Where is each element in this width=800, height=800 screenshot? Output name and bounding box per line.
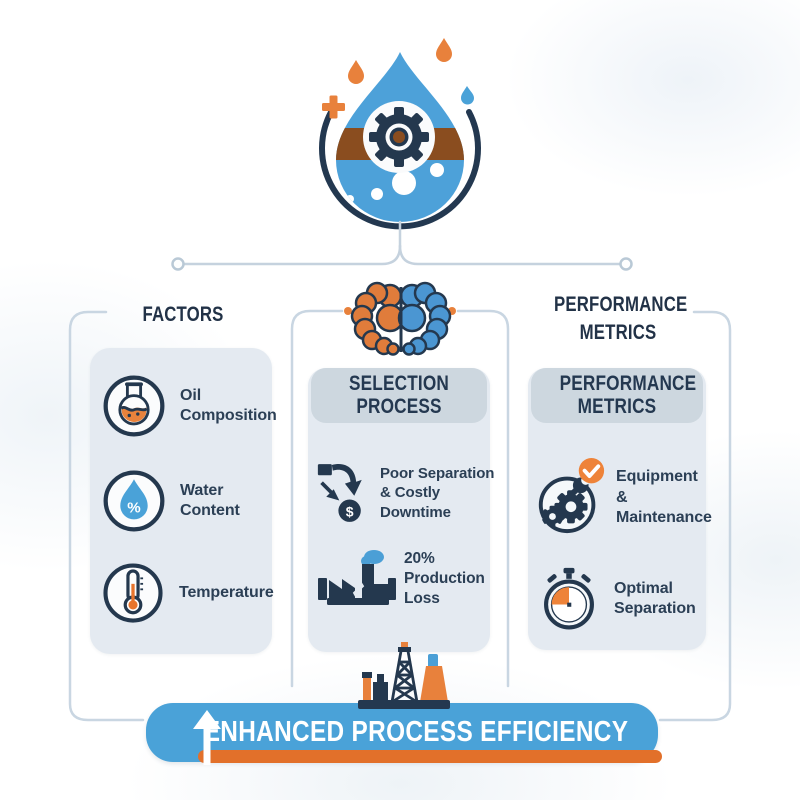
metrics-panel-title: PERFORMANCE METRICS — [559, 372, 697, 418]
list-item-water-content: % Water Content — [100, 467, 276, 535]
factory-loss-icon — [318, 550, 396, 605]
gear-wrench-check-icon — [538, 458, 605, 534]
thermometer-icon — [103, 563, 163, 623]
metrics-panel: PERFORMANCE METRICS — [528, 368, 712, 650]
connector-node-left — [171, 257, 185, 271]
item-label: 20% Production Loss — [404, 550, 485, 607]
dollar-symbol: $ — [346, 503, 354, 519]
selection-panel-title: SELECTION PROCESS — [348, 372, 450, 418]
percent-symbol: % — [127, 499, 141, 516]
item-label: Temperature — [179, 583, 274, 601]
loss-arrows-dollar-icon: $ — [317, 464, 362, 522]
item-label: Oil Composition — [180, 386, 277, 424]
metrics-panel-header: PERFORMANCE METRICS — [531, 368, 703, 423]
brain-right-hemisphere — [397, 281, 452, 356]
up-arrow-icon — [193, 710, 221, 765]
connector-node-right — [619, 257, 633, 271]
performance-metrics-heading: PERFORMANCE METRICS — [554, 293, 688, 345]
list-item-poor-separation: $ Poor Separation & Costly Downtime — [316, 458, 498, 528]
selection-panel: SELECTION PROCESS $ Poor Separation & Co… — [308, 368, 494, 652]
plus-icon — [322, 95, 345, 119]
list-item-temperature: Temperature — [100, 560, 275, 626]
connector-lines — [182, 220, 622, 266]
droplet-orange-left-icon — [348, 60, 364, 84]
banner-orange-underline — [198, 750, 662, 763]
list-item-optimal-separation: Optimal Separation — [536, 566, 710, 632]
brain-left-hemisphere — [350, 281, 405, 356]
list-item-production-loss: 20% Production Loss — [318, 546, 490, 612]
brain-node-left — [344, 307, 352, 315]
flask-icon — [103, 375, 165, 437]
factors-panel: Oil Composition % Water Content Temperat… — [90, 348, 277, 654]
water-drop-gear-icon — [319, 52, 481, 230]
list-item-oil-composition: Oil Composition — [100, 372, 277, 440]
factors-heading: FACTORS — [142, 303, 224, 326]
oil-derrick-icon — [358, 642, 450, 709]
droplet-blue-icon — [461, 86, 474, 105]
item-label: Optimal Separation — [614, 579, 696, 617]
droplet-orange-right-icon — [436, 38, 452, 62]
item-label: Poor Separation & Costly Downtime — [380, 465, 495, 521]
percent-drop-icon: % — [103, 470, 165, 532]
brain-node-right — [448, 307, 456, 315]
stopwatch-icon — [544, 567, 594, 630]
gear-icon — [369, 107, 429, 167]
item-label: Water Content — [180, 481, 240, 519]
banner-label: ENHANCED PROCESS EFFICIENCY — [203, 716, 629, 748]
selection-panel-header: SELECTION PROCESS — [311, 368, 487, 423]
item-label: Equipment & Maintenance — [616, 468, 712, 527]
check-badge-icon — [578, 458, 605, 484]
brain-icon — [350, 281, 452, 356]
list-item-equipment-maintenance: Equipment & Maintenance — [532, 458, 712, 536]
